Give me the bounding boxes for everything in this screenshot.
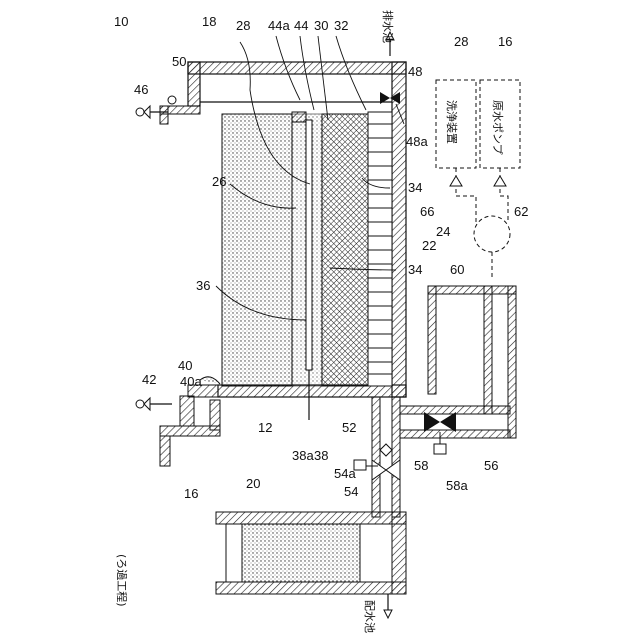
label-56: 56 [484,458,498,473]
figure-caption: (ろ過工程) [115,554,128,607]
bypass-pipe [400,286,516,454]
cleaning-device-label: 洗浄装置 [445,100,459,144]
label-30: 30 [314,18,328,33]
label-48: 48 [408,64,422,79]
label-50: 50 [172,54,186,69]
label-52: 52 [342,420,356,435]
raw-pump-label: 原水ポンプ [491,100,504,155]
label-22: 22 [422,238,436,253]
label-18: 18 [202,14,216,29]
label-44a: 44a [268,18,290,33]
distribution-pond-label: 配水池 [363,600,376,633]
label-10: 10 [114,14,128,29]
filter-media [222,112,392,420]
label-24: 24 [436,224,450,239]
label-48a: 48a [406,134,428,149]
label-40a: 40a [180,374,202,389]
label-46: 46 [134,82,148,97]
label-44: 44 [294,18,308,33]
label-54: 54 [344,484,358,499]
label-38: 38 [314,448,328,463]
label-20: 20 [246,476,260,491]
label-58a: 58a [446,478,468,493]
distribution-reservoir [216,512,406,618]
label-36: 36 [196,278,210,293]
outlet-pipe [354,397,400,517]
label-58: 58 [414,458,428,473]
label-28-box: 28 [454,34,468,49]
label-60: 60 [450,262,464,277]
label-62: 62 [514,204,528,219]
label-38a: 38a [292,448,314,463]
label-16-box: 16 [498,34,512,49]
label-54a: 54a [334,466,356,481]
raw-water-inlet [160,377,220,466]
label-42: 42 [142,372,156,387]
label-34-lower: 34 [408,262,422,277]
label-40: 40 [178,358,192,373]
label-16: 16 [184,486,198,501]
label-66: 66 [420,204,434,219]
level-sensor-42 [136,398,172,410]
label-32: 32 [334,18,348,33]
label-28-top: 28 [236,18,250,33]
underdrain [368,112,392,386]
label-34-upper: 34 [408,180,422,195]
drain-pond-label: 排水池 [381,10,395,43]
label-26: 26 [212,174,226,189]
label-12: 12 [258,420,272,435]
